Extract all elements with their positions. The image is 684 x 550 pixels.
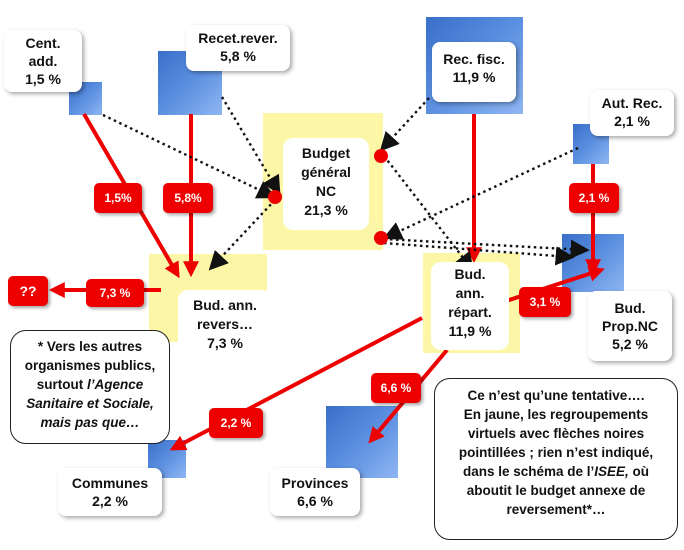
note-right-line3: virtuels avec flèches noires [467, 426, 645, 441]
cent-add-label: Cent. add. 1,5 % [4, 30, 82, 92]
recet-rever-value: 5,8 % [220, 48, 256, 64]
bud-ann-repart-box: Bud. ann. répart. 11,9 % [431, 262, 509, 350]
note-right-line6: aboutit le budget annexe de [466, 483, 646, 498]
bud-prop-nc-line2: Prop.NC [602, 318, 658, 334]
dotted-cent-to-budget [102, 113, 277, 199]
note-left-line3: surtout l’Agence [19, 375, 161, 394]
provinces-value: 6,6 % [297, 493, 333, 509]
flow-badge-recet-to-revers: 5,8% [163, 183, 213, 213]
flow-badge-cent-to-revers: 1,5% [94, 183, 142, 213]
provinces-name: Provinces [281, 475, 349, 491]
budget-connector-top [374, 149, 388, 163]
flow-badge-repart-to-communes: 2,2 % [209, 408, 263, 438]
dotted-recet-to-budget [220, 96, 281, 196]
communes-name: Communes [71, 475, 149, 491]
note-left-line2: organismes publics, [24, 358, 156, 373]
recet-rever-name: Recet.rever. [198, 30, 278, 46]
note-left-line5: mais pas que… [40, 415, 140, 430]
flow-badge-aut-to-prop: 2,1 % [569, 183, 619, 213]
note-left-line3a: surtout [36, 377, 87, 392]
rec-fisc-value: 11,9 % [452, 69, 496, 85]
note-right-line1: Ce n’est qu’une tentative…. [467, 388, 645, 403]
cent-add-line1: Cent. [25, 35, 61, 51]
note-left-line3b: l’Agence [86, 377, 144, 392]
note-right-line7: reversement*… [506, 502, 606, 517]
bud-ann-repart-line1: Bud. [454, 266, 486, 282]
note-other-public-bodies: * Vers les autres organismes publics, su… [10, 330, 170, 444]
provinces-square [326, 406, 398, 478]
bud-ann-repart-line3: répart. [448, 304, 492, 320]
recet-rever-label: Recet.rever. 5,8 % [186, 25, 290, 71]
dotted-fisc-to-budget [379, 97, 430, 152]
unknown-destination-badge: ?? [8, 276, 48, 306]
bud-ann-revers-value: 7,3 % [207, 335, 243, 351]
rec-fisc-name: Rec. fisc. [443, 51, 505, 67]
note-right-line2: En jaune, les regroupements [463, 407, 649, 422]
note-right-line5c: où [628, 464, 650, 479]
communes-label: Communes 2,2 % [58, 468, 162, 516]
bud-prop-nc-value: 5,2 % [612, 336, 648, 352]
budget-general-line1: Budget [301, 145, 351, 161]
rec-fisc-label: Rec. fisc. 11,9 % [432, 42, 516, 102]
dotted-budget-to-prop-2 [383, 241, 575, 266]
budget-general-line3: NC [315, 183, 337, 199]
budget-connector-bottom [374, 231, 388, 245]
budget-general-box: Budget général NC 21,3 % [283, 138, 369, 230]
note-right-line5a: dans le schéma de l’ [462, 464, 595, 479]
communes-value: 2,2 % [92, 493, 128, 509]
budget-general-line2: général [301, 164, 351, 180]
bud-ann-repart-value: 11,9 % [448, 323, 492, 339]
flow-badge-repart-to-provinces: 6,6 % [371, 373, 421, 403]
note-left-line4: Sanitaire et Sociale, [26, 396, 154, 411]
provinces-label: Provinces 6,6 % [270, 468, 360, 516]
budget-general-value: 21,3 % [304, 202, 348, 218]
dotted-budget-to-repart [383, 155, 474, 272]
bud-ann-revers-box: Bud. ann. revers… 7,3 % [178, 290, 272, 360]
arrow-repart-to-prop [502, 266, 605, 304]
note-right-line5b: ISEE, [594, 464, 629, 479]
bud-prop-nc-line1: Bud. [614, 300, 646, 316]
dotted-aut-to-budget [382, 146, 579, 240]
cent-add-line2: add. [28, 53, 58, 69]
bud-ann-repart-line2: ann. [455, 285, 485, 301]
flow-badge-revers-out: 7,3 % [86, 279, 144, 307]
flow-badge-repart-to-prop: 3,1 % [519, 287, 571, 317]
bud-ann-revers-line2: revers… [196, 316, 254, 332]
note-right-line5: dans le schéma de l’ISEE, où [443, 462, 669, 481]
aut-rec-name: Aut. Rec. [601, 95, 663, 111]
bud-prop-nc-label: Bud. Prop.NC 5,2 % [588, 291, 672, 361]
note-right-line4: pointillées ; rien n’est indiqué, [458, 445, 654, 460]
note-left-line1: * Vers les autres [37, 339, 143, 354]
aut-rec-value: 2,1 % [614, 113, 650, 129]
bud-ann-revers-line1: Bud. ann. [193, 297, 257, 313]
cent-add-value: 1,5 % [25, 71, 61, 87]
note-tentative: Ce n’est qu’une tentative…. En jaune, le… [434, 378, 678, 540]
dotted-budget-to-revers [208, 199, 276, 271]
aut-rec-label: Aut. Rec. 2,1 % [590, 90, 674, 136]
budget-connector-left [268, 190, 282, 204]
